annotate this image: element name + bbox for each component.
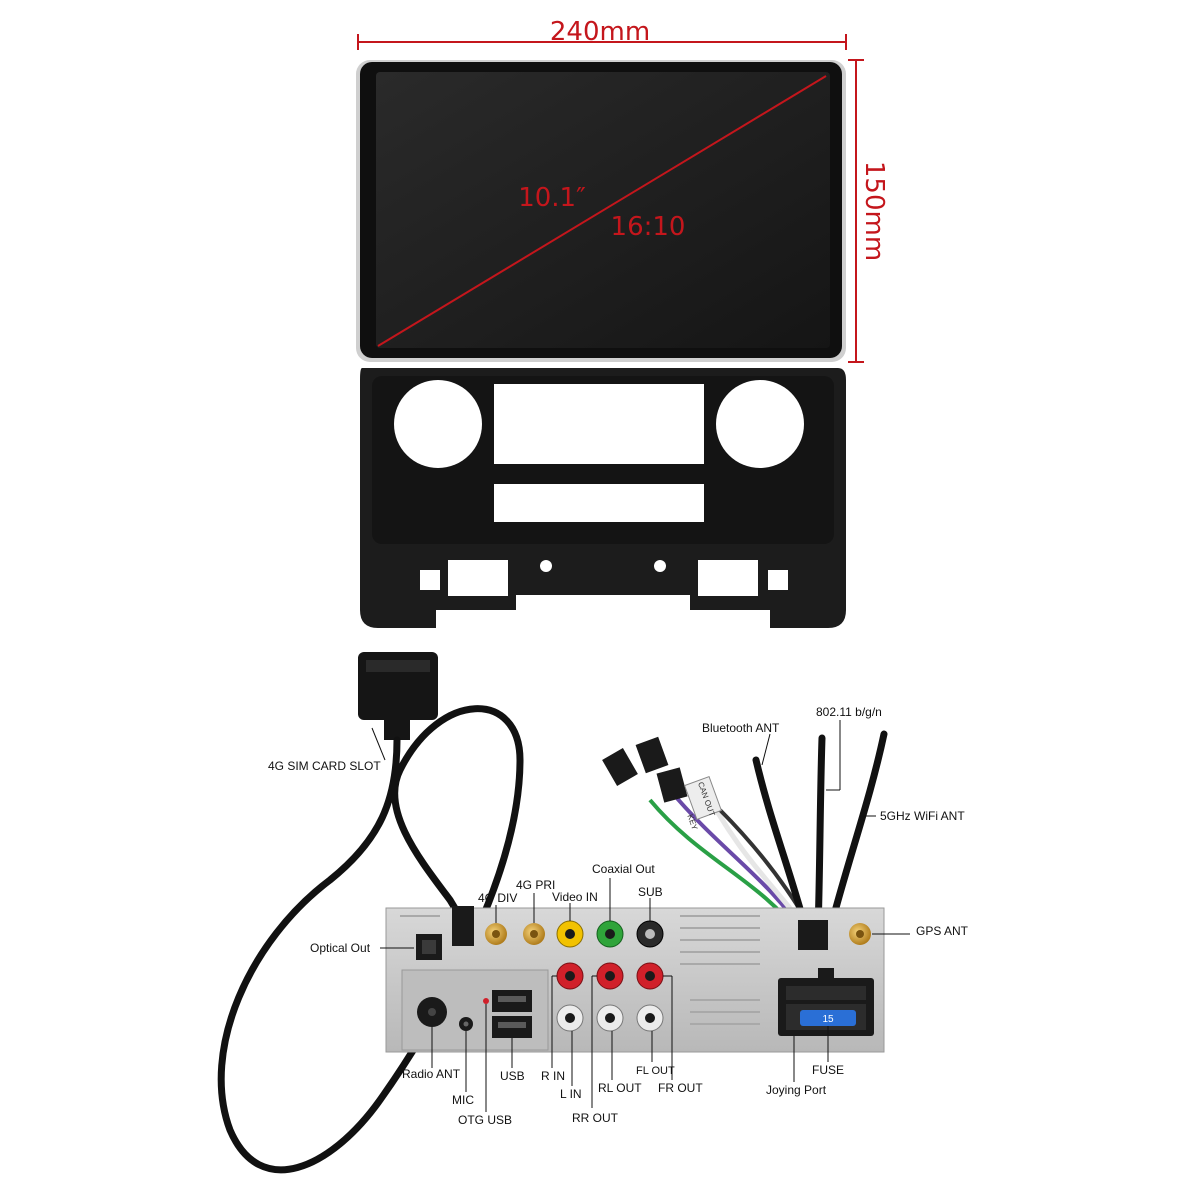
vent-left: [394, 380, 482, 468]
vent-right: [716, 380, 804, 468]
fl-out-label: FL OUT: [636, 1065, 675, 1077]
panel-opening-bottom: [494, 484, 704, 522]
panel-opening-top: [494, 384, 704, 464]
4g-pri-label: 4G PRI: [516, 878, 555, 892]
r-in-label: R IN: [541, 1069, 565, 1083]
height-dimension: 150mm: [848, 59, 889, 363]
leader-lines: [371, 720, 910, 1112]
usb-port[interactable]: [492, 1016, 532, 1038]
usb-label: USB: [500, 1069, 525, 1083]
otg-usb-label: OTG USB: [458, 1113, 512, 1127]
sub-label: SUB: [638, 885, 663, 899]
fuse-label: FUSE: [812, 1063, 844, 1077]
l-in-port[interactable]: [556, 1004, 584, 1032]
screen-size-label: 10.1″: [518, 183, 586, 213]
antenna-80211: [814, 734, 826, 934]
fuse-rating: 15: [822, 1014, 834, 1025]
screen-diagonal: [377, 75, 827, 347]
4g-div-label: 4G DIV: [478, 891, 517, 905]
radio-ant-port[interactable]: [417, 997, 447, 1027]
rear-chassis: 15: [385, 906, 885, 1053]
sim-module: [217, 652, 524, 1174]
antenna-5ghz: [826, 730, 888, 934]
gps-ant-label: GPS ANT: [916, 924, 969, 938]
mic-port[interactable]: [459, 1017, 473, 1031]
coaxial-out-port[interactable]: [596, 920, 624, 948]
bluetooth-ant-label: Bluetooth ANT: [702, 721, 780, 735]
sim-cable-socket[interactable]: [452, 906, 474, 946]
gps-ant-port[interactable]: [849, 923, 871, 945]
sim-cable: [217, 705, 524, 1174]
head-unit-screen: 10.1″ 16:10: [356, 60, 846, 362]
rl-out-label: RL OUT: [598, 1081, 642, 1095]
4g-pri-port[interactable]: [523, 923, 545, 945]
l-in-label: L IN: [560, 1087, 582, 1101]
radio-ant-label: Radio ANT: [402, 1067, 461, 1081]
mic-label: MIC: [452, 1093, 474, 1107]
height-label: 150mm: [859, 161, 889, 261]
sub-port[interactable]: [636, 920, 664, 948]
rr-out-port[interactable]: [596, 962, 624, 990]
wifi-80211-label: 802.11 b/g/n: [816, 705, 882, 719]
fl-out-port[interactable]: [636, 1004, 664, 1032]
joying-port-label: Joying Port: [766, 1083, 827, 1097]
otg-usb-port[interactable]: [492, 990, 532, 1012]
video-in-port[interactable]: [556, 920, 584, 948]
4g-div-port[interactable]: [485, 923, 507, 945]
dash-frame: [360, 368, 846, 628]
coaxial-out-label: Coaxial Out: [592, 862, 655, 876]
rl-out-port[interactable]: [596, 1004, 624, 1032]
fr-out-label: FR OUT: [658, 1081, 703, 1095]
fuse: 15: [800, 1010, 856, 1026]
fr-out-port[interactable]: [636, 962, 664, 990]
sim-slot-label: 4G SIM CARD SLOT: [268, 759, 381, 773]
video-in-label: Video IN: [552, 890, 598, 904]
wifi-5ghz-label: 5GHz WiFi ANT: [880, 809, 965, 823]
width-dimension: 240mm: [357, 17, 847, 50]
wire-harness: CAN OUT KEY: [602, 736, 817, 937]
rr-out-label: RR OUT: [572, 1111, 619, 1125]
port-labels: 4G SIM CARD SLOT Optical Out 4G DIV 4G P…: [268, 705, 969, 1127]
optical-out-label: Optical Out: [310, 941, 371, 955]
r-in-port[interactable]: [556, 962, 584, 990]
screen-ratio-label: 16:10: [611, 212, 686, 242]
width-label: 240mm: [550, 17, 650, 47]
